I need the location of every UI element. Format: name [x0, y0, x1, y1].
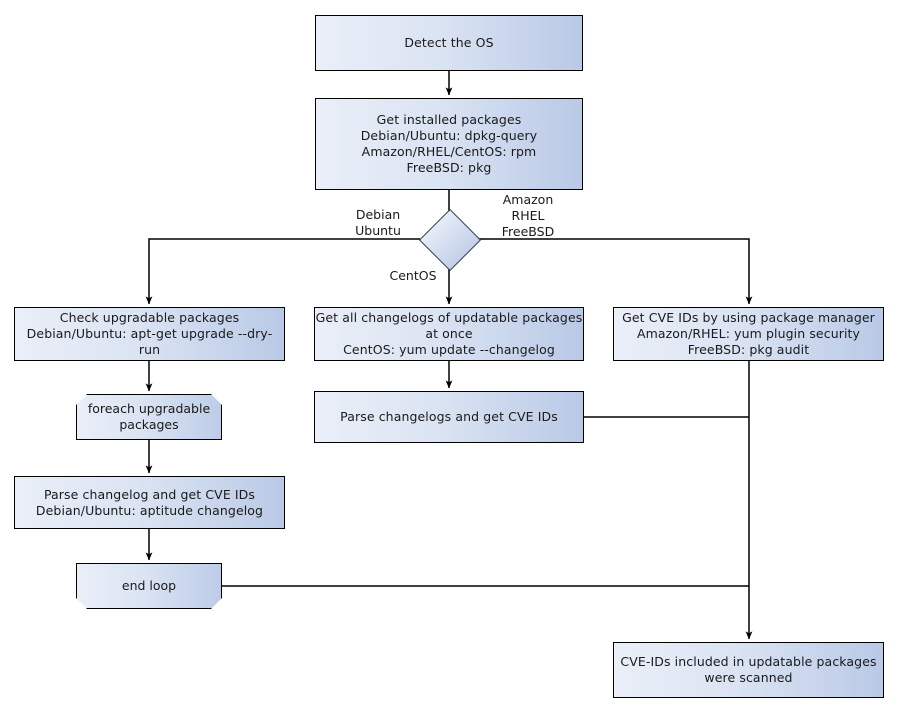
node-check-upgradable-packages[interactable]: Check upgradable packages Debian/Ubuntu:…: [14, 307, 285, 361]
node-end-loop-label: end loop: [121, 578, 177, 593]
node-os-decision[interactable]: [418, 208, 482, 272]
node-detect-os[interactable]: Detect the OS: [315, 15, 583, 71]
node-end-loop[interactable]: end loop: [76, 563, 222, 609]
node-get-installed-packages[interactable]: Get installed packages Debian/Ubuntu: dp…: [315, 98, 583, 190]
edge-label-debian-ubuntu: Debian Ubuntu: [355, 207, 401, 238]
node-cve-ids-scanned[interactable]: CVE-IDs included in updatable packages w…: [613, 642, 884, 698]
node-foreach-upgradable-packages-label: foreach upgradable packages: [87, 401, 211, 432]
node-get-all-changelogs-label: Get all changelogs of updatable packages…: [315, 310, 583, 357]
node-parse-changelog-get-cve-ids[interactable]: Parse changelog and get CVE IDs Debian/U…: [14, 476, 285, 529]
node-check-upgradable-packages-label: Check upgradable packages Debian/Ubuntu:…: [26, 310, 273, 357]
edge-decision-to-check-upgradable: [145, 238, 420, 305]
node-parse-changelogs-get-cve-ids[interactable]: Parse changelogs and get CVE IDs: [314, 391, 584, 443]
node-cve-ids-scanned-label: CVE-IDs included in updatable packages w…: [620, 654, 877, 685]
edge-label-centos: CentOS: [389, 268, 437, 283]
node-parse-changelogs-get-cve-ids-label: Parse changelogs and get CVE IDs: [340, 409, 558, 424]
node-foreach-upgradable-packages[interactable]: foreach upgradable packages: [76, 394, 222, 440]
node-get-all-changelogs[interactable]: Get all changelogs of updatable packages…: [314, 307, 584, 361]
node-get-cve-ids-pkg-manager[interactable]: Get CVE IDs by using package manager Ama…: [613, 307, 884, 361]
node-parse-changelog-get-cve-ids-label: Parse changelog and get CVE IDs Debian/U…: [35, 486, 264, 518]
node-get-installed-packages-label: Get installed packages Debian/Ubuntu: dp…: [360, 112, 538, 175]
node-get-cve-ids-pkg-manager-label: Get CVE IDs by using package manager Ama…: [622, 310, 875, 357]
edge-label-amazon-rhel-freebsd: Amazon RHEL FreeBSD: [501, 192, 555, 239]
edge-decision-to-pkg-manager: [478, 238, 753, 305]
node-detect-os-label: Detect the OS: [404, 35, 494, 50]
